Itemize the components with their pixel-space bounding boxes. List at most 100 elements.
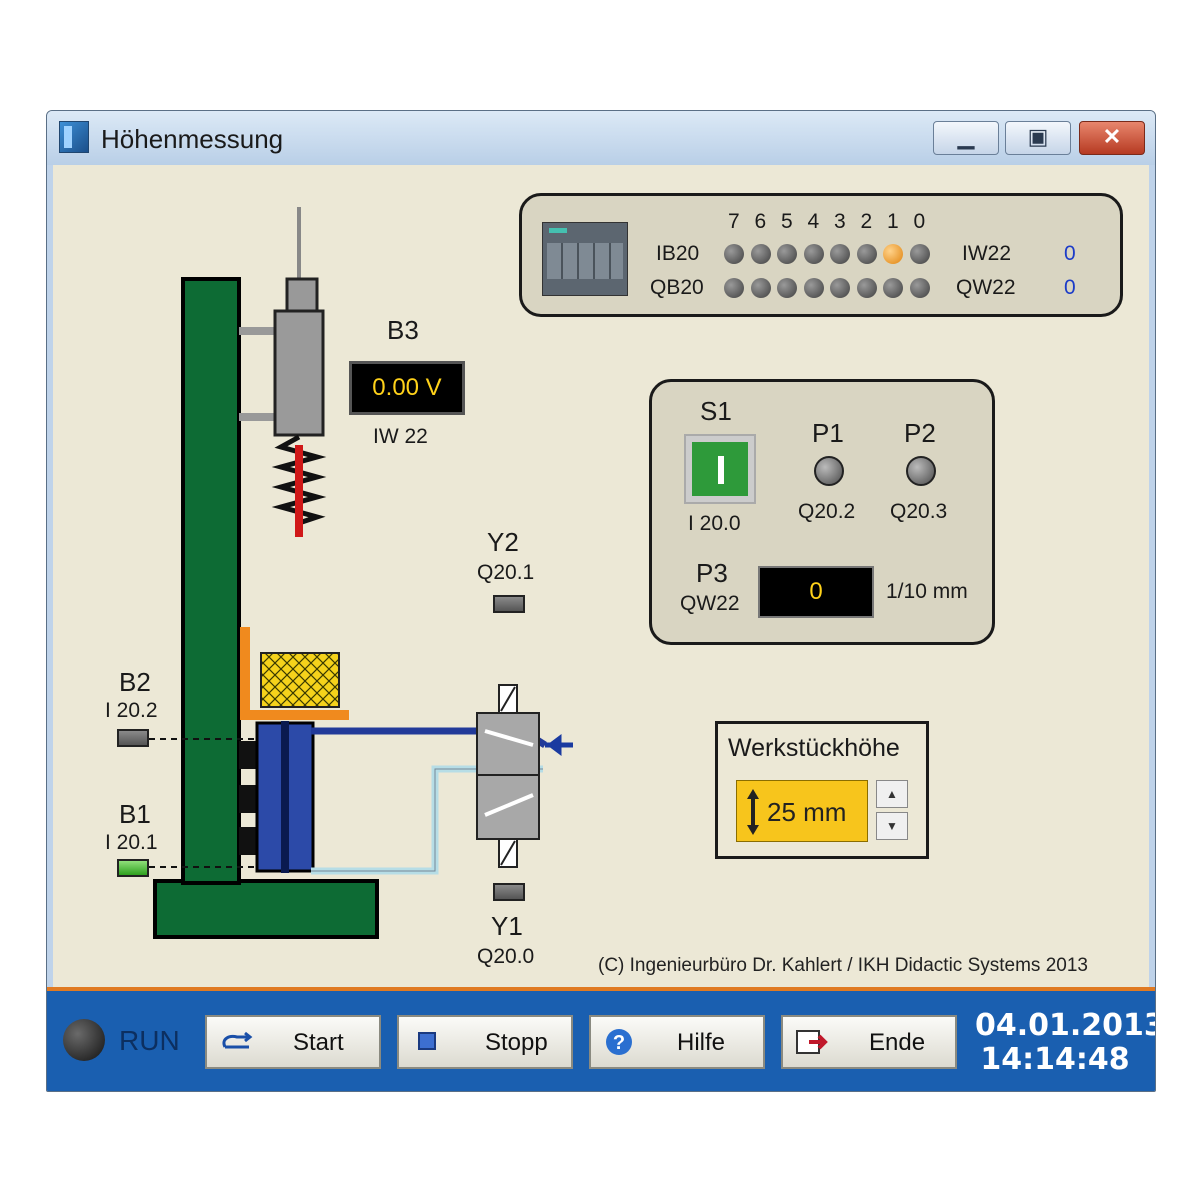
help-label: Hilfe: [677, 1029, 726, 1056]
ib20-led-4: [803, 244, 824, 264]
b3-address: IW 22: [373, 425, 428, 448]
air-supply-arrow: [545, 734, 573, 756]
qb20-led-0: [909, 278, 930, 298]
y2-address: Q20.1: [477, 561, 535, 584]
window-title: Höhenmessung: [101, 124, 284, 154]
ib20-led-1: [883, 244, 903, 264]
y1-indicator[interactable]: [493, 883, 525, 901]
ib20-led-7: [724, 244, 744, 264]
station-base: [153, 879, 379, 939]
exit-icon: [796, 1030, 828, 1054]
minimize-button[interactable]: ▁: [933, 121, 999, 155]
s1-label: S1: [700, 396, 732, 426]
workpiece: [260, 652, 340, 708]
workpiece-height-value: 25 mm: [767, 797, 847, 827]
b2-label: B2: [119, 667, 151, 697]
bit-label: 6: [754, 210, 767, 233]
bit-label: 4: [807, 210, 820, 233]
y1-label: Y1: [491, 911, 523, 941]
p1-address: Q20.2: [798, 500, 856, 523]
run-led-icon: [63, 1019, 105, 1061]
copyright-text: (C) Ingenieurbüro Dr. Kahlert / IKH Dida…: [598, 955, 1088, 976]
ib20-led-3: [830, 244, 850, 264]
start-button[interactable]: Start: [205, 1015, 381, 1069]
ib20-led-2: [856, 244, 877, 264]
date-text: 04.01.2013: [975, 1008, 1156, 1043]
qw22-value: 0: [1064, 276, 1076, 299]
p2-label: P2: [904, 418, 936, 448]
b3-label: B3: [387, 315, 419, 345]
p2-lamp: [906, 456, 936, 486]
help-button[interactable]: ? Hilfe: [589, 1015, 765, 1069]
workpiece-height-panel: Werkstückhöhe 25 mm ▲ ▼: [715, 721, 929, 859]
p3-unit: 1/10 mm: [886, 580, 968, 603]
start-label: Start: [293, 1029, 344, 1056]
b3-voltage-value: 0.00 V: [372, 374, 442, 401]
b3-voltage-display: 0.00 V: [349, 361, 465, 415]
cycle-arrow-icon: [222, 1031, 253, 1049]
bottom-toolbar: RUN Start Stopp ? Hilfe: [47, 987, 1156, 1091]
bit-label: 5: [781, 210, 793, 233]
qb20-led-2: [856, 278, 877, 298]
station-column: [181, 277, 241, 885]
bit-label: 0: [913, 210, 926, 233]
p3-value: 0: [809, 578, 823, 605]
qb20-led-6: [750, 278, 771, 298]
b3-sensor: [273, 309, 325, 437]
qb20-led-7: [724, 278, 744, 298]
qb20-label: QB20: [650, 276, 704, 299]
b1-address: I 20.1: [105, 831, 158, 854]
qb20-led-1: [883, 278, 903, 298]
b2-indicator[interactable]: [117, 729, 149, 747]
b1-label: B1: [119, 799, 151, 829]
qb20-led-3: [830, 278, 850, 298]
maximize-button[interactable]: ▣: [1005, 121, 1071, 155]
app-window: Höhenmessung ▁ ▣ ✕: [46, 110, 1156, 1092]
run-label: RUN: [119, 1025, 180, 1056]
title-bar[interactable]: Höhenmessung ▁ ▣ ✕: [47, 111, 1155, 165]
bit-label: 3: [834, 210, 846, 233]
s1-button[interactable]: [684, 434, 756, 504]
spin-down-button[interactable]: ▼: [876, 812, 908, 840]
spin-up-button[interactable]: ▲: [876, 780, 908, 808]
bit-label: 7: [728, 210, 740, 233]
plc-icon: [542, 222, 628, 296]
stop-square-icon: [418, 1032, 436, 1050]
bit-label: 2: [860, 210, 873, 233]
iw22-label: IW22: [962, 242, 1012, 265]
y2-indicator[interactable]: [493, 595, 525, 613]
control-panel: S1 I 20.0 P1 Q20.2 P2 Q20.3 P3 QW22 0 1/…: [649, 379, 995, 645]
p3-address: QW22: [680, 592, 740, 615]
iw22-value: 0: [1064, 242, 1076, 265]
qb20-led-4: [803, 278, 824, 298]
stop-label: Stopp: [485, 1029, 548, 1056]
y2-label: Y2: [487, 527, 519, 557]
close-button[interactable]: ✕: [1079, 121, 1145, 155]
time-text: 14:14:48: [980, 1042, 1130, 1077]
workpiece-height-label: Werkstückhöhe: [728, 734, 900, 762]
height-measurement-station: [149, 207, 573, 939]
end-button[interactable]: Ende: [781, 1015, 957, 1069]
ib20-led-0: [909, 244, 930, 264]
s1-address: I 20.0: [688, 512, 741, 535]
app-icon: [59, 121, 89, 153]
p1-label: P1: [812, 418, 844, 448]
qw22-label: QW22: [956, 276, 1016, 299]
height-arrow-icon: [747, 789, 759, 835]
workpiece-height-field[interactable]: 25 mm: [736, 780, 868, 842]
stop-button[interactable]: Stopp: [397, 1015, 573, 1069]
b1-indicator[interactable]: [117, 859, 149, 877]
p3-display: 0: [758, 566, 874, 618]
ib20-led-5: [777, 244, 797, 264]
bit-label: 1: [887, 210, 899, 233]
p1-lamp: [814, 456, 844, 486]
p3-label: P3: [696, 558, 728, 588]
clock: 04.01.2013 14:14:48: [975, 1008, 1156, 1077]
qb20-led-5: [777, 278, 797, 298]
help-icon: ?: [606, 1029, 632, 1055]
p2-address: Q20.3: [890, 500, 948, 523]
ib20-label: IB20: [656, 242, 700, 265]
y1-address: Q20.0: [477, 945, 535, 968]
